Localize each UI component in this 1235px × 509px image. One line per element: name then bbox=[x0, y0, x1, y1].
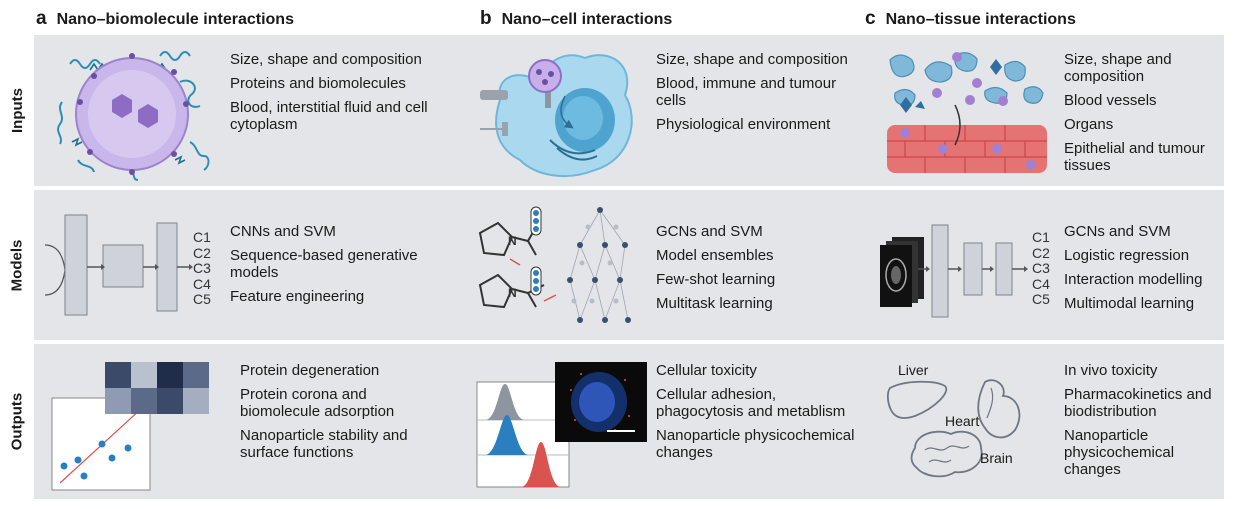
class-label: C4 bbox=[1032, 275, 1050, 292]
models-c-item: Logistic regression bbox=[1064, 247, 1190, 264]
inputs-b-item: Size, shape and composition bbox=[656, 51, 848, 68]
outputs-c-item: Nanoparticle physicochemical changes bbox=[1064, 427, 1175, 478]
models-b-item: Multitask learning bbox=[656, 295, 773, 312]
organ-label-liver: Liver bbox=[898, 362, 929, 378]
column-c-heading: c Nano–tissue interactions bbox=[865, 8, 1076, 30]
column-c-letter: c bbox=[865, 8, 876, 29]
column-a-title: Nano–biomolecule interactions bbox=[56, 11, 294, 28]
class-label: C5 bbox=[193, 291, 211, 307]
organ-label-brain: Brain bbox=[980, 450, 1013, 466]
class-label: C4 bbox=[193, 275, 211, 292]
models-c-item: GCNs and SVM bbox=[1064, 223, 1171, 240]
outputs-c-item: In vivo toxicity bbox=[1064, 362, 1158, 379]
models-band bbox=[34, 190, 1224, 340]
class-labels-a: C1 C2 C3 C4 C5 bbox=[193, 229, 211, 308]
class-labels-c: C1 C2 C3 C4 C5 bbox=[1032, 229, 1050, 308]
inputs-c-item: Organs bbox=[1064, 116, 1114, 133]
models-b-list: GCNs and SVM Model ensembles Few-shot le… bbox=[656, 223, 856, 319]
inputs-a-item: Proteins and biomolecules bbox=[230, 75, 406, 92]
outputs-b-item: Cellular toxicity bbox=[656, 362, 757, 379]
outputs-b-item: Nanoparticle physicochemical changes bbox=[656, 427, 855, 461]
organs-illustration bbox=[886, 379, 1021, 478]
inputs-c-item: Blood vessels bbox=[1064, 92, 1157, 109]
class-label: C2 bbox=[1032, 244, 1050, 261]
models-a-item: Sequence-based generative models bbox=[230, 247, 418, 281]
column-a-letter: a bbox=[36, 8, 47, 29]
outputs-b-item: Cellular adhesion, phagocytosis and meta… bbox=[656, 386, 846, 420]
outputs-c-list: In vivo toxicity Pharmacokinetics and bi… bbox=[1064, 362, 1224, 485]
inputs-b-item: Physiological environment bbox=[656, 116, 831, 133]
molecular-graph-illustration: N N bbox=[478, 206, 631, 323]
models-c-item: Interaction modelling bbox=[1064, 271, 1203, 288]
models-b-item: Model ensembles bbox=[656, 247, 774, 264]
inputs-a-item: Size, shape and composition bbox=[230, 51, 422, 68]
outputs-a-item: Protein degeneration bbox=[240, 362, 380, 379]
class-label: C2 bbox=[193, 244, 211, 261]
class-label: C1 bbox=[193, 229, 211, 245]
row-label-models: Models bbox=[8, 239, 26, 291]
svg-text:N: N bbox=[508, 234, 517, 248]
outputs-a-item: Protein corona and biomolecule adsorptio… bbox=[240, 386, 395, 420]
cytometry-microscopy-illustration bbox=[476, 362, 647, 488]
outputs-b-list: Cellular toxicity Cellular adhesion, pha… bbox=[656, 362, 856, 468]
inputs-c-item: Size, shape and composition bbox=[1064, 51, 1172, 85]
heatmap-scatter-illustration bbox=[51, 362, 209, 491]
models-a-list: CNNs and SVM Sequence-based generative m… bbox=[230, 223, 440, 312]
inputs-a-item: Blood, interstitial fluid and cell cytop… bbox=[230, 99, 428, 133]
cell-uptake-illustration bbox=[480, 54, 633, 177]
class-label: C3 bbox=[193, 260, 211, 276]
svg-text:N: N bbox=[508, 286, 517, 300]
outputs-a-item: Nanoparticle stability and surface funct… bbox=[240, 427, 408, 461]
inputs-c-item: Epithelial and tumour tissues bbox=[1064, 140, 1205, 174]
models-b-item: GCNs and SVM bbox=[656, 223, 763, 240]
row-label-inputs: Inputs bbox=[8, 88, 26, 133]
models-a-item: Feature engineering bbox=[230, 288, 365, 305]
models-c-list: GCNs and SVM Logistic regression Interac… bbox=[1064, 223, 1224, 319]
multimodal-network-illustration bbox=[880, 224, 1028, 318]
inputs-b-list: Size, shape and composition Blood, immun… bbox=[656, 51, 856, 140]
column-a-heading: a Nano–biomolecule interactions bbox=[36, 8, 294, 30]
class-label: C3 bbox=[1032, 260, 1050, 276]
models-a-item: CNNs and SVM bbox=[230, 223, 336, 240]
row-label-outputs: Outputs bbox=[8, 392, 26, 451]
outputs-a-list: Protein degeneration Protein corona and … bbox=[240, 362, 440, 468]
column-c-title: Nano–tissue interactions bbox=[885, 11, 1076, 28]
organ-label-heart: Heart bbox=[945, 413, 980, 429]
column-b-title: Nano–cell interactions bbox=[501, 11, 673, 28]
outputs-c-item: Pharmacokinetics and biodistribution bbox=[1064, 386, 1212, 420]
tissue-vessel-illustration bbox=[887, 52, 1047, 173]
inputs-c-list: Size, shape and composition Blood vessel… bbox=[1064, 51, 1224, 181]
column-b-heading: b Nano–cell interactions bbox=[480, 8, 672, 30]
column-b-letter: b bbox=[480, 8, 492, 29]
class-label: C5 bbox=[1032, 291, 1050, 307]
inputs-b-item: Blood, immune and tumour cells bbox=[656, 75, 837, 109]
class-label: C1 bbox=[1032, 229, 1050, 245]
inputs-a-list: Size, shape and composition Proteins and… bbox=[230, 51, 435, 140]
cnn-architecture-illustration bbox=[45, 214, 193, 316]
models-b-item: Few-shot learning bbox=[656, 271, 776, 288]
nanoparticle-corona-illustration bbox=[57, 51, 210, 181]
models-c-item: Multimodal learning bbox=[1064, 295, 1195, 312]
